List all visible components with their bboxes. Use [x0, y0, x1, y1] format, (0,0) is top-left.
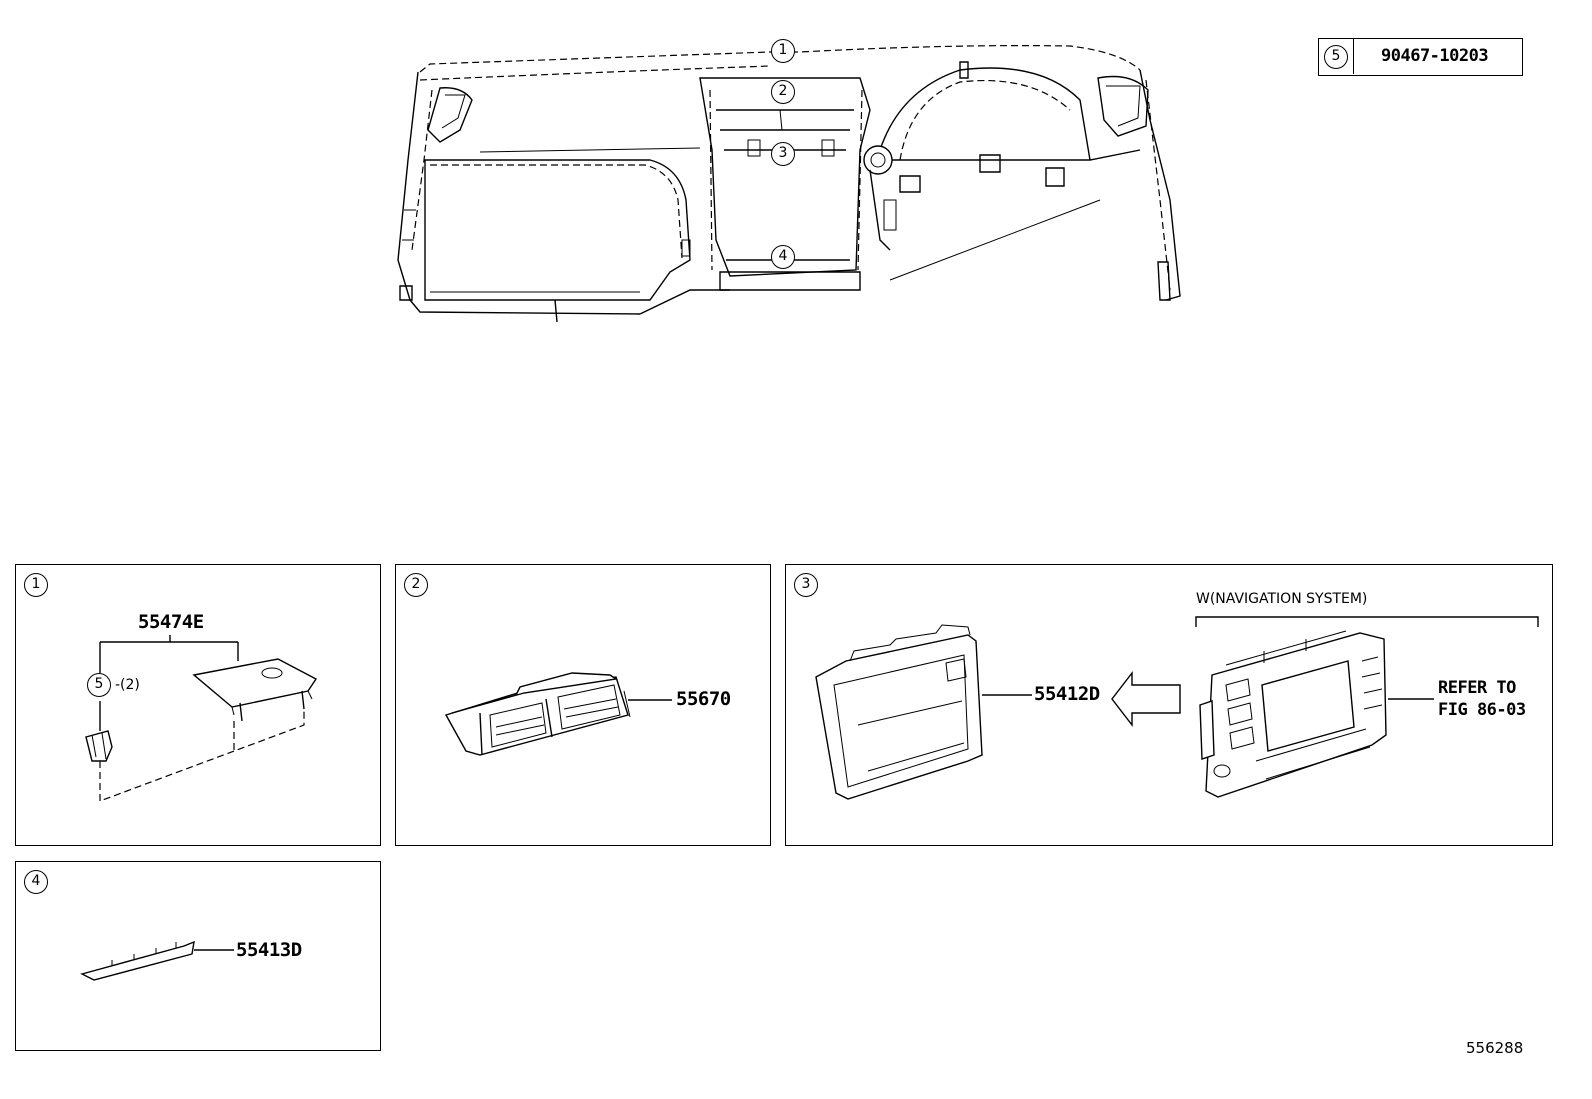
dashboard-overview: 1 2 3 4 [0, 0, 1592, 360]
detail-panel-3: 3 55412D W(NAVIGATION SYSTEM) REFER TO F… [785, 564, 1553, 846]
callout-4[interactable]: 4 [771, 245, 795, 269]
callout-1[interactable]: 1 [771, 39, 795, 63]
panel-1-fastener-ref: 5 [87, 673, 111, 697]
panel-2-id: 2 [404, 573, 428, 597]
panel-3-id: 3 [794, 573, 818, 597]
part-label-55413D[interactable]: 55413D [236, 939, 302, 961]
panel-1-drawing [85, 635, 318, 802]
panel-4-id: 4 [24, 870, 48, 894]
panel-3-drawing [815, 616, 1539, 800]
part-label-55474E[interactable]: 55474E [138, 611, 204, 633]
legend-ref-circle: 5 [1324, 45, 1348, 69]
panel-4-drawing [80, 940, 234, 981]
detail-panel-1: 1 55474E 5 -(2) [15, 564, 381, 846]
part-label-55670[interactable]: 55670 [676, 688, 731, 710]
figure-id: 556288 [1466, 1039, 1524, 1057]
fastener-legend: 5 90467-10203 [1318, 38, 1523, 76]
panel-1-id: 1 [24, 573, 48, 597]
callout-2[interactable]: 2 [771, 80, 795, 104]
part-label-55412D[interactable]: 55412D [1034, 683, 1100, 705]
callout-3[interactable]: 3 [771, 142, 795, 166]
refer-line-1[interactable]: REFER TO [1438, 678, 1516, 698]
detail-panel-2: 2 55670 [395, 564, 771, 846]
legend-part-number[interactable]: 90467-10203 [1381, 46, 1489, 66]
refer-line-2[interactable]: FIG 86-03 [1438, 700, 1526, 720]
panel-2-drawing [444, 672, 672, 756]
legend-divider [1353, 39, 1354, 74]
panel-1-fastener-qty: -(2) [115, 677, 140, 693]
option-label-navigation: W(NAVIGATION SYSTEM) [1196, 591, 1368, 607]
detail-panel-4: 4 55413D [15, 861, 381, 1051]
